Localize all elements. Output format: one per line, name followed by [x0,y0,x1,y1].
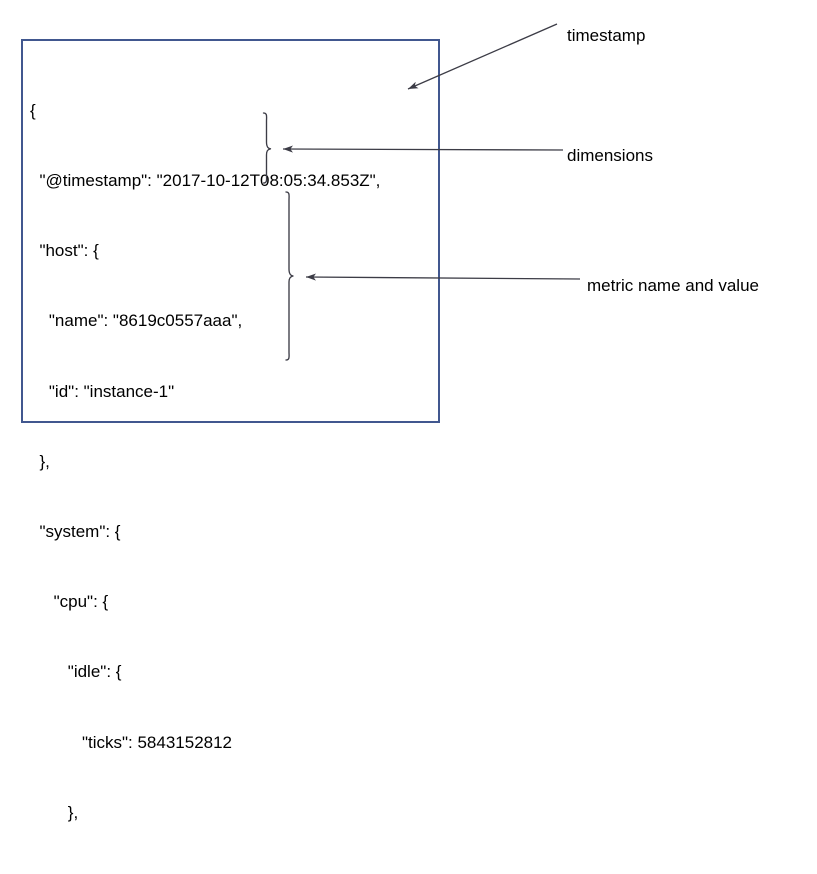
diagram-canvas: { "@timestamp": "2017-10-12T08:05:34.853… [21,23,759,874]
json-line-system-open: "system": { [30,522,121,542]
callout-label-timestamp: timestamp [567,26,646,45]
json-line-ticks: "ticks": 5843152812 [30,732,233,752]
callout-label-metric-name-and-value: metric name and value [587,276,759,295]
json-code-block: { "@timestamp": "2017-10-12T08:05:34.853… [30,52,380,874]
json-line-host-name: "name": "8619c0557aaa", [30,311,243,331]
json-document-box [21,39,440,423]
json-line-timestamp: "@timestamp": "2017-10-12T08:05:34.853Z"… [30,171,381,191]
json-line-host-open: "host": { [30,241,99,261]
json-line-idle-close: }, [30,802,79,822]
json-line-idle-open: "idle": { [30,662,122,682]
json-line-host-id: "id": "instance-1" [30,381,175,401]
callout-label-dimensions: dimensions [567,146,653,165]
json-line-host-close: }, [30,451,50,471]
json-line-cpu-open: "cpu": { [30,592,109,612]
json-line: { [30,100,36,120]
json-line-ellipsis: … [30,871,380,874]
